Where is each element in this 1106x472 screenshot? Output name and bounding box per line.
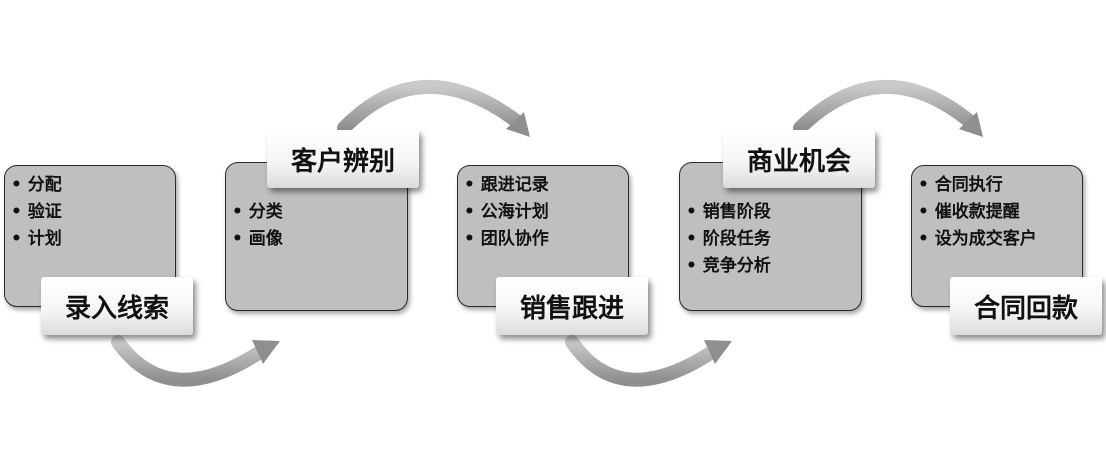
stage-2-items: 分类 画像 [232,199,283,253]
stage-5-item: 合同执行 [918,172,1037,199]
stage-3-title: 销售跟进 [496,277,648,335]
stage-5-item: 催收款提醒 [918,199,1037,226]
arrow-2-to-3 [337,79,530,137]
stage-1-item: 分配 [11,172,62,199]
stage-5-items: 合同执行 催收款提醒 设为成交客户 [918,172,1037,253]
stage-1-item: 验证 [11,199,62,226]
stage-2-title: 客户辨别 [267,130,419,188]
stage-4-item: 竞争分析 [686,253,771,280]
stage-3-item: 跟进记录 [464,172,549,199]
arrow-1-to-2 [111,335,280,387]
stage-4-items: 销售阶段 阶段任务 竞争分析 [686,199,771,280]
stage-4-item: 销售阶段 [686,199,771,226]
stage-3-item: 公海计划 [464,199,549,226]
stage-4-title: 商业机会 [723,130,875,188]
stage-4-item: 阶段任务 [686,226,771,253]
arrow-4-to-5 [793,79,983,137]
stage-3-item: 团队协作 [464,226,549,253]
stage-5-title: 合同回款 [950,277,1102,335]
stage-1-items: 分配 验证 计划 [11,172,62,253]
stage-2-item: 画像 [232,226,283,253]
stage-3-items: 跟进记录 公海计划 团队协作 [464,172,549,253]
stage-1-title: 录入线索 [41,277,193,335]
stage-5-item: 设为成交客户 [918,226,1037,253]
arrow-3-to-4 [565,335,732,387]
stage-2-item: 分类 [232,199,283,226]
stage-1-item: 计划 [11,226,62,253]
